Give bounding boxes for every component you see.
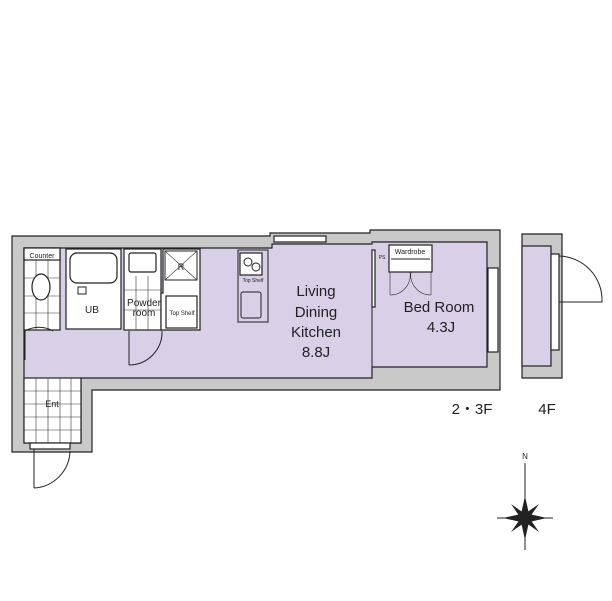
powder-room-label-1: Powder: [127, 298, 162, 309]
floor-label-main: 2・3F: [452, 401, 493, 418]
refrigerator-label: R: [178, 262, 185, 272]
entrance-area: [23, 377, 82, 444]
ldk-label-3: Kitchen: [291, 324, 341, 341]
powder-room-label-2: room: [133, 308, 156, 319]
compass-north-label: N: [522, 452, 528, 461]
sink-icon: [128, 252, 157, 273]
entrance-tiles: [24, 378, 81, 443]
bedroom-label: Bed Room: [404, 299, 475, 316]
counter-label: Counter: [30, 253, 56, 260]
window-bedroom: [487, 267, 499, 353]
ldk-label-2: Dining: [295, 304, 338, 321]
toilet-icon: [31, 273, 51, 301]
refrigerator-space: [164, 250, 198, 281]
upper-floor-door[interactable]: [558, 255, 603, 303]
entrance-door[interactable]: [33, 449, 71, 489]
ub-label: UB: [85, 305, 99, 316]
floor-label-upper: 4F: [538, 401, 556, 418]
upper-floor-room: [521, 245, 552, 367]
powder-room-door[interactable]: [128, 330, 163, 366]
toilet-door[interactable]: [24, 326, 54, 360]
window-top: [273, 235, 327, 243]
ps-label: PS: [379, 255, 386, 261]
upper-floor-window: [550, 253, 560, 351]
compass-icon: [497, 463, 553, 550]
ldk-label-1: Living: [296, 283, 335, 300]
wardrobe-doors[interactable]: [389, 271, 432, 296]
bedroom-size: 4.3J: [427, 319, 455, 336]
bathtub-icon: [69, 252, 118, 284]
kitchen-top-shelf-label: Top Shelf: [243, 278, 264, 284]
top-shelf-label: Top Shelf: [169, 311, 194, 317]
entrance-door-frame: [29, 442, 71, 450]
entrance-label: Ent: [45, 399, 59, 409]
kitchen-sink-icon: [240, 291, 262, 319]
wardrobe-label: Wardrobe: [395, 249, 426, 256]
top-shelf-cabinet: [165, 295, 198, 329]
ldk-size: 8.8J: [302, 344, 330, 361]
counter: [23, 247, 61, 261]
